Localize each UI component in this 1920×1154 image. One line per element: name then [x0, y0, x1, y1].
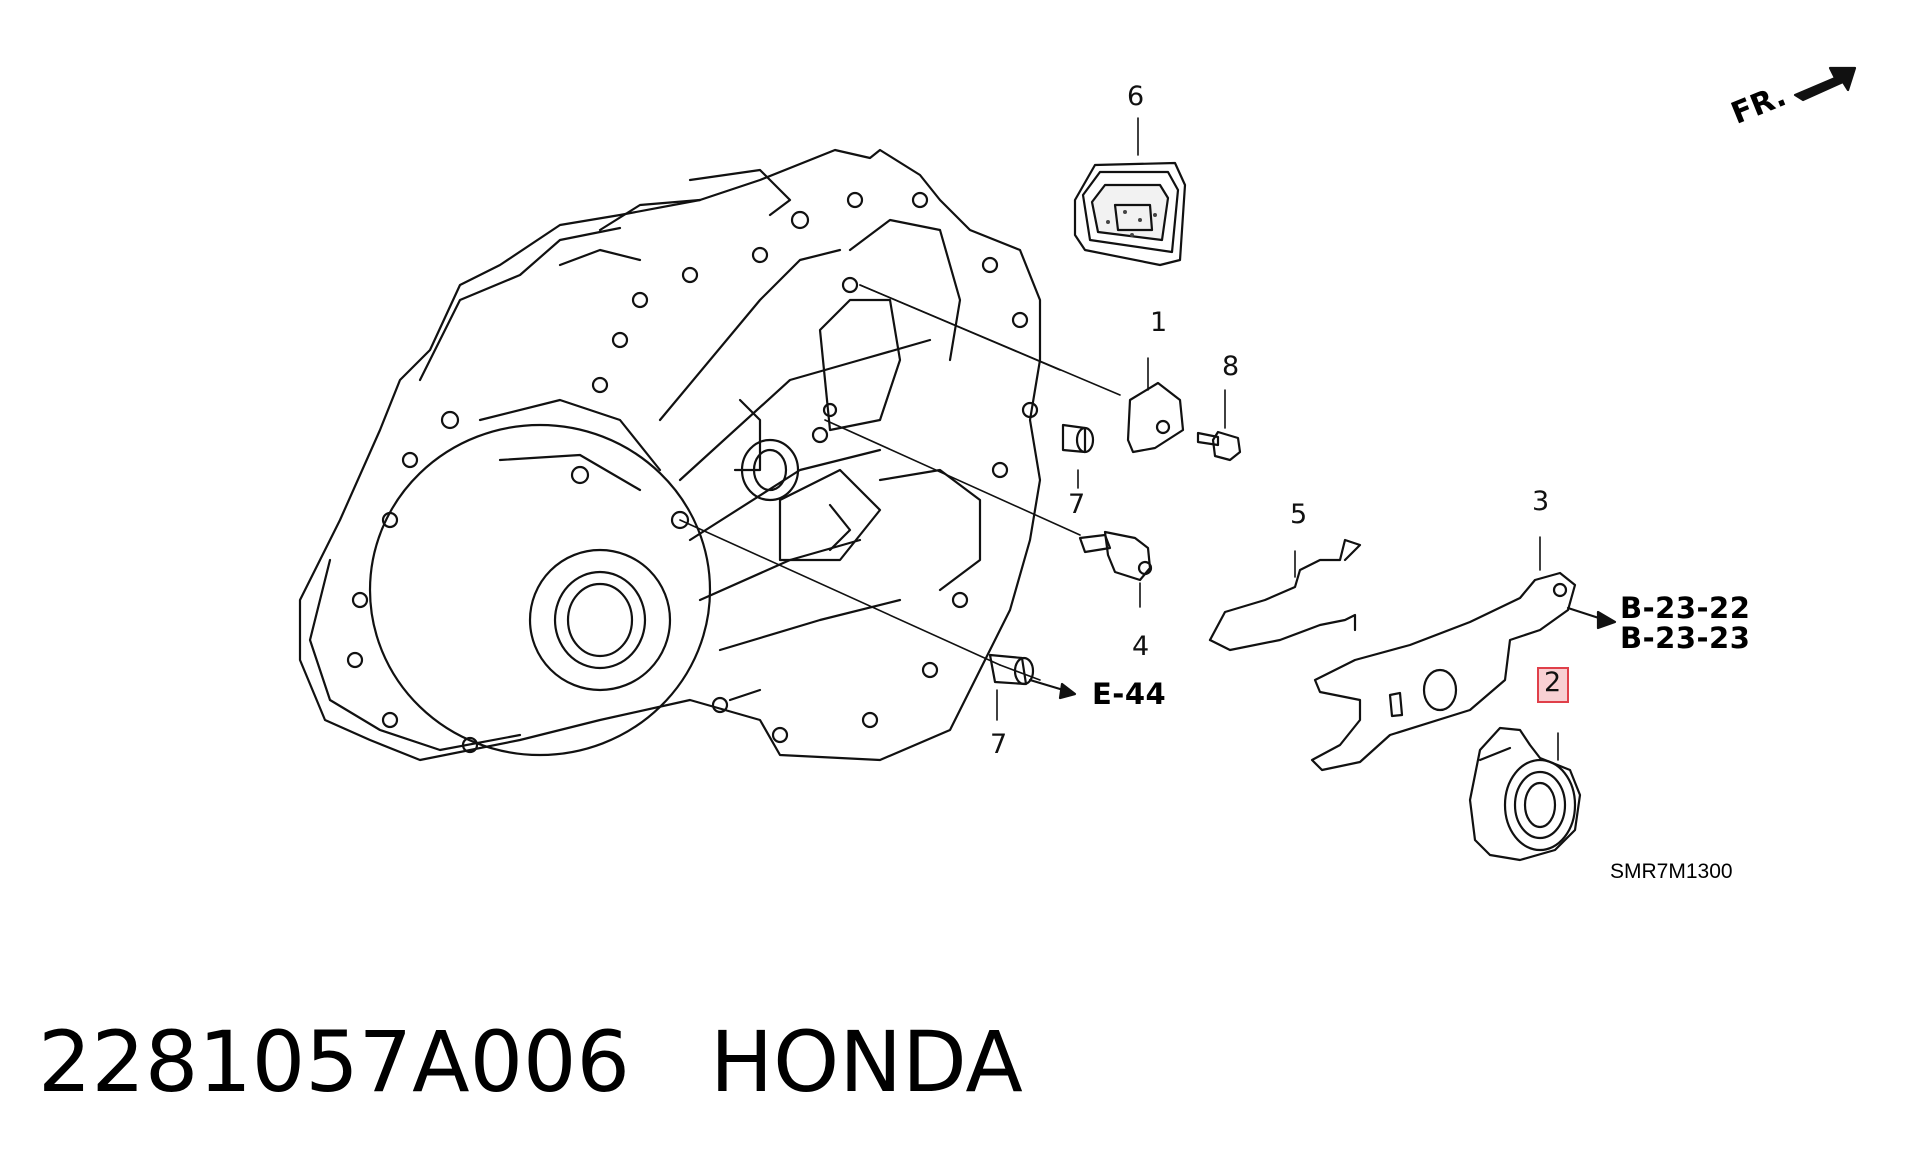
part-number: 2281057A006 — [38, 1013, 630, 1111]
highlighted-part-marker[interactable] — [1537, 667, 1569, 703]
callout-6: 6 — [1127, 81, 1145, 112]
transmission-housing — [298, 148, 1042, 762]
callout-8: 8 — [1222, 351, 1240, 382]
direction-arrow-icon — [1793, 66, 1857, 102]
leader-lines — [679, 117, 1559, 761]
callout-1: 1 — [1150, 307, 1168, 338]
pivot-bolt-part — [1078, 530, 1153, 582]
callout-3: 3 — [1532, 486, 1550, 517]
callout-7-upper: 7 — [1068, 489, 1086, 520]
plate-part — [1126, 381, 1185, 454]
drawing-code: SMR7M1300 — [1610, 860, 1733, 883]
release-bearing-part — [1468, 726, 1582, 862]
spring-part — [1208, 538, 1362, 652]
reference-b2323[interactable]: B-23-23 — [1620, 621, 1751, 655]
brand-name: HONDA — [710, 1013, 1023, 1111]
boot-part — [1073, 161, 1187, 267]
bolt-part — [1196, 430, 1242, 462]
callout-4: 4 — [1132, 631, 1150, 662]
dowel-part-upper — [1061, 423, 1095, 454]
callout-2[interactable]: 2 — [1544, 667, 1562, 698]
callout-5: 5 — [1290, 499, 1308, 530]
dowel-part-lower — [988, 653, 1077, 700]
reference-e44[interactable]: E-44 — [1092, 677, 1167, 711]
reference-b2322[interactable]: B-23-22 — [1620, 591, 1751, 625]
callout-7-lower: 7 — [990, 729, 1008, 760]
fork-part — [1310, 571, 1617, 772]
part-caption: 2281057A006 HONDA — [38, 1012, 1023, 1112]
